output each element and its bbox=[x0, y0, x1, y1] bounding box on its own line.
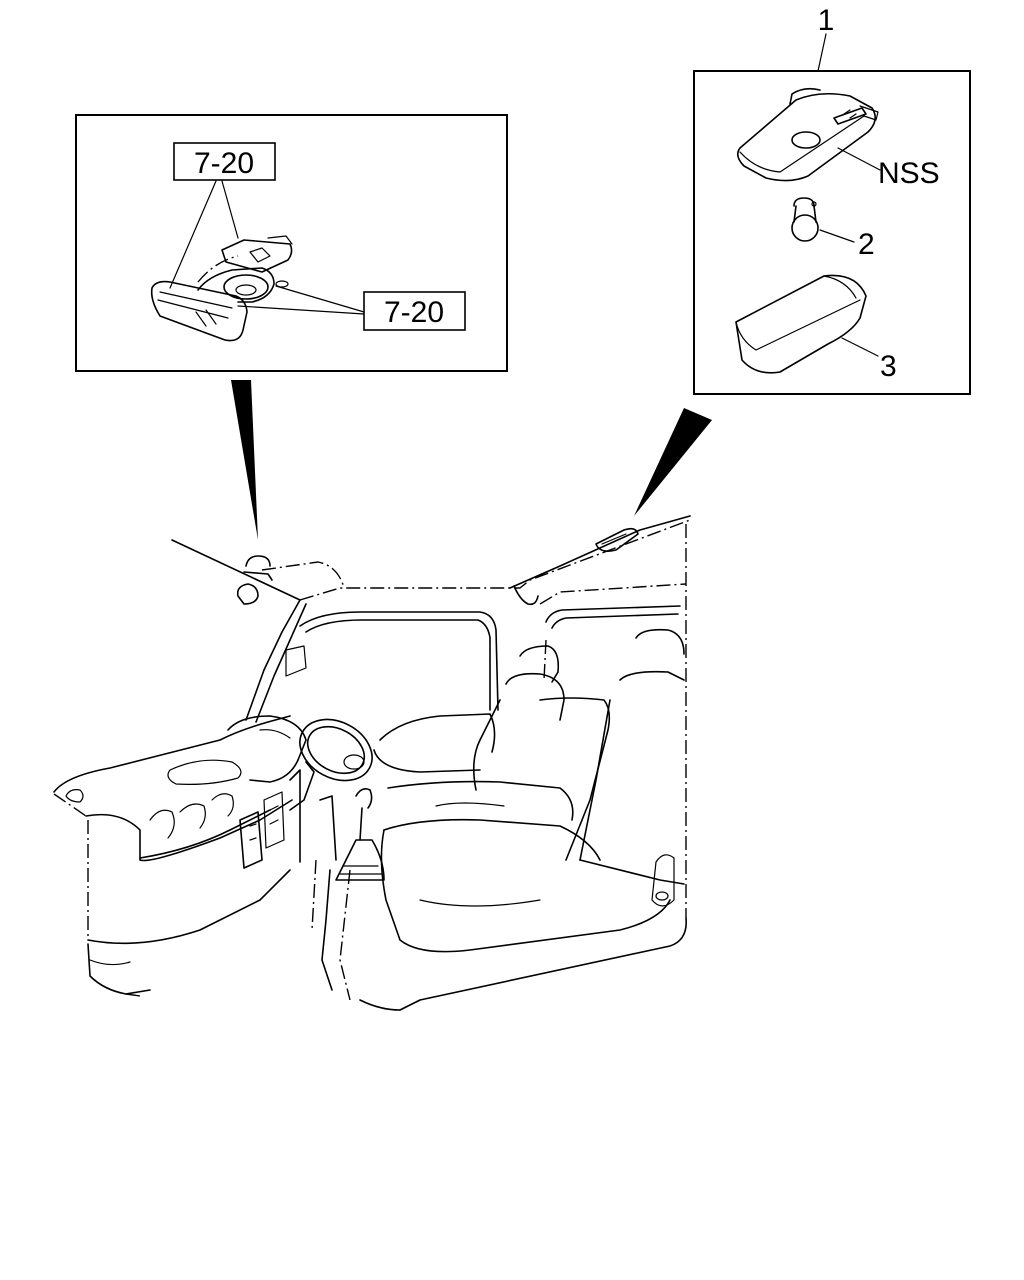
lamp-housing-drawing bbox=[736, 87, 879, 182]
mirror-leader-lines bbox=[169, 180, 365, 315]
lens-drawing bbox=[735, 274, 867, 374]
reference-label-top-text: 7-20 bbox=[194, 147, 254, 180]
reference-label-right-text: 7-20 bbox=[384, 296, 444, 329]
lamp-detail-frame bbox=[693, 70, 971, 395]
reference-label-right[interactable]: 7-20 bbox=[363, 291, 466, 331]
callout-lens-leader bbox=[841, 337, 879, 357]
callout-lens: 3 bbox=[880, 350, 897, 383]
mirror-pointer-wedge bbox=[231, 380, 258, 540]
callout-bulb: 2 bbox=[858, 228, 875, 261]
cab-interior-drawing bbox=[53, 515, 691, 1011]
callout-assembly-leader bbox=[817, 33, 827, 72]
callout-bulb-leader bbox=[819, 229, 855, 243]
reference-label-top[interactable]: 7-20 bbox=[173, 142, 276, 181]
bulb-drawing bbox=[791, 197, 819, 242]
callout-housing-leader bbox=[837, 147, 881, 171]
lamp-pointer-wedge bbox=[634, 408, 712, 516]
mirror-detail-panel: 7-20 7-20 bbox=[75, 114, 508, 372]
callout-assembly: 1 bbox=[818, 4, 835, 37]
callout-housing-note: NSS bbox=[878, 157, 940, 190]
rearview-mirror-drawing bbox=[150, 235, 293, 342]
lamp-detail-panel: 1 NSS 2 3 bbox=[693, 4, 971, 395]
